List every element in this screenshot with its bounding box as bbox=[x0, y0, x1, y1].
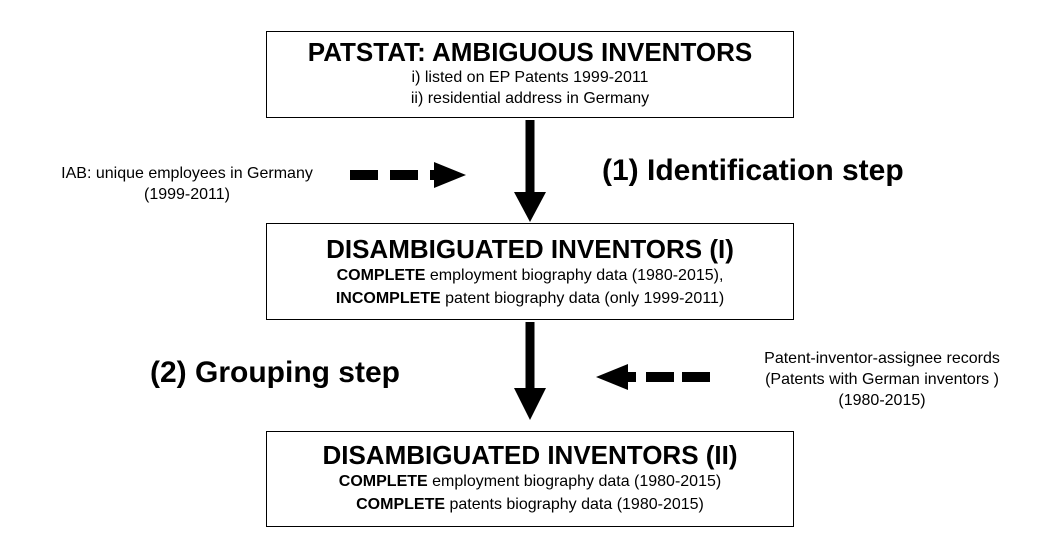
box2-line1: COMPLETE employment biography data (1980… bbox=[267, 264, 793, 287]
box3-line1-rest: employment biography data (1980-2015) bbox=[427, 473, 722, 490]
box3-line1-bold: COMPLETE bbox=[338, 473, 428, 490]
iab-line2: (1999-2011) bbox=[144, 186, 230, 203]
dashed-arrow-iab bbox=[350, 162, 466, 188]
ambiguous-inventors-box: PATSTAT: AMBIGUOUS INVENTORS i) listed o… bbox=[266, 31, 794, 118]
disambiguated-inventors-i-box: DISAMBIGUATED INVENTORS (I) COMPLETE emp… bbox=[266, 223, 794, 320]
box3-line2-rest: patents biography data (1980-2015) bbox=[445, 496, 704, 513]
box2-line2-bold: INCOMPLETE bbox=[335, 290, 441, 307]
records-source-label: Patent-inventor-assignee records (Patent… bbox=[722, 348, 1042, 411]
box1-line2: ii) residential address in Germany bbox=[410, 90, 650, 107]
grouping-step-label: (2) Grouping step bbox=[150, 356, 400, 389]
box3-line1: COMPLETE employment biography data (1980… bbox=[267, 470, 793, 493]
identification-step-label: (1) Identification step bbox=[602, 154, 904, 187]
box3-line2-bold: COMPLETE bbox=[356, 496, 446, 513]
records-line3: (1980-2015) bbox=[838, 392, 926, 409]
box3-line2: COMPLETE patents biography data (1980-20… bbox=[267, 493, 793, 516]
box2-line1-bold: COMPLETE bbox=[336, 267, 426, 284]
box2-line2: INCOMPLETE patent biography data (only 1… bbox=[267, 287, 793, 310]
down-arrow-grouping bbox=[514, 322, 546, 420]
records-line1: Patent-inventor-assignee records bbox=[764, 350, 1000, 367]
box2-line2-rest: patent biography data (only 1999-2011) bbox=[440, 290, 725, 307]
box1-line1: i) listed on EP Patents 1999-2011 bbox=[411, 69, 649, 86]
box3-title: DISAMBIGUATED INVENTORS (II) bbox=[322, 440, 738, 470]
iab-source-label: IAB: unique employees in Germany (1999-2… bbox=[22, 163, 352, 205]
disambiguated-inventors-ii-box: DISAMBIGUATED INVENTORS (II) COMPLETE em… bbox=[266, 431, 794, 527]
box2-line1-rest: employment biography data (1980-2015), bbox=[425, 267, 724, 284]
records-line2: (Patents with German inventors ) bbox=[765, 371, 999, 388]
dashed-arrow-records bbox=[596, 364, 710, 390]
box1-title: PATSTAT: AMBIGUOUS INVENTORS bbox=[307, 37, 753, 67]
down-arrow-identification bbox=[514, 120, 546, 222]
iab-line1: IAB: unique employees in Germany bbox=[61, 165, 313, 182]
box2-title: DISAMBIGUATED INVENTORS (I) bbox=[326, 234, 734, 264]
